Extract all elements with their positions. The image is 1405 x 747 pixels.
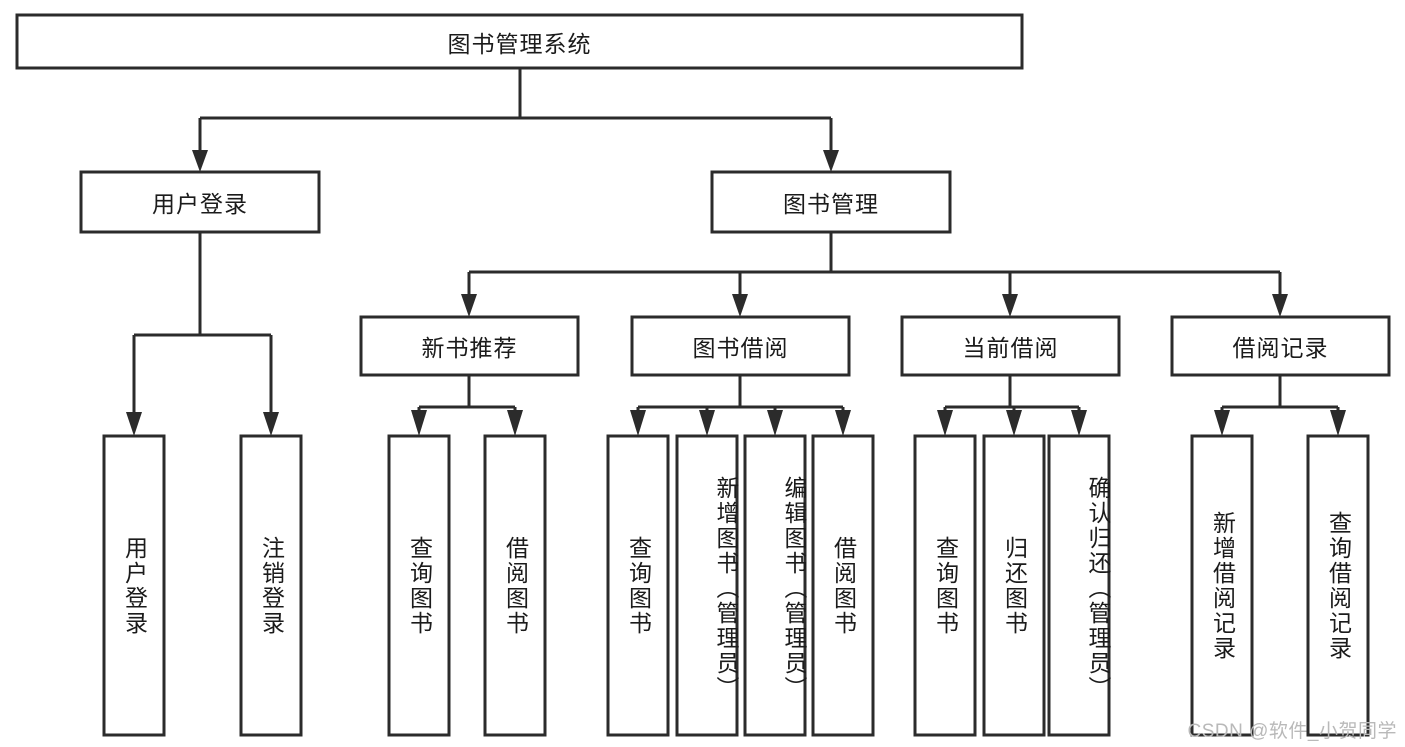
edge-current-borrow-bus <box>943 375 1081 414</box>
edge-new-book-recommend-bus <box>417 375 517 414</box>
arrowhead-leaf-user-login <box>126 412 142 436</box>
node-box-leaf-query-book-2[interactable] <box>606 434 670 737</box>
node-box-book-management[interactable] <box>710 170 952 234</box>
edge-borrow-record-bus <box>1220 375 1340 414</box>
arrowhead-book-borrow <box>732 294 748 317</box>
arrowhead-user-login <box>192 150 208 172</box>
node-box-leaf-user-login[interactable] <box>102 434 166 737</box>
arrowhead-leaf-add-book <box>699 410 715 436</box>
arrowhead-leaf-query-book-2 <box>630 410 646 436</box>
node-box-root[interactable] <box>15 13 1024 70</box>
arrowhead-current-borrow <box>1002 294 1018 317</box>
node-box-leaf-return-book[interactable] <box>982 434 1046 737</box>
arrowhead-new-book-recommend <box>461 294 477 317</box>
node-box-book-borrow[interactable] <box>630 315 851 377</box>
arrowhead-book-management <box>823 150 839 172</box>
node-box-leaf-edit-book[interactable] <box>743 434 807 737</box>
arrowhead-leaf-return-book <box>1006 410 1022 436</box>
node-box-leaf-query-record[interactable] <box>1306 434 1370 737</box>
node-box-leaf-borrow-book-1[interactable] <box>483 434 547 737</box>
arrowhead-leaf-add-record <box>1214 410 1230 436</box>
node-box-current-borrow[interactable] <box>900 315 1121 377</box>
node-box-leaf-borrow-book-2[interactable] <box>811 434 875 737</box>
edge-user-login-bus <box>132 232 273 414</box>
edge-root-bus <box>198 68 833 152</box>
arrowhead-leaf-query-record <box>1330 410 1346 436</box>
node-box-leaf-confirm-return[interactable] <box>1047 434 1111 737</box>
node-box-new-book-recommend[interactable] <box>359 315 580 377</box>
node-box-user-login[interactable] <box>79 170 321 234</box>
arrowhead-leaf-confirm-return <box>1071 410 1087 436</box>
arrowhead-leaf-query-book-1 <box>411 410 427 436</box>
node-box-leaf-logout[interactable] <box>239 434 303 737</box>
arrowhead-leaf-query-book-3 <box>937 410 953 436</box>
arrowhead-borrow-record <box>1272 294 1288 317</box>
edge-book-borrow-bus <box>636 375 845 414</box>
node-box-leaf-add-book[interactable] <box>675 434 739 737</box>
arrowhead-leaf-edit-book <box>767 410 783 436</box>
edge-book-management-bus <box>467 232 1282 296</box>
node-box-leaf-query-book-3[interactable] <box>913 434 977 737</box>
watermark-text: CSDN @软件_小贺同学 <box>1187 721 1397 742</box>
arrowhead-leaf-borrow-book-1 <box>507 410 523 436</box>
arrowhead-leaf-logout <box>263 412 279 436</box>
arrowhead-leaf-borrow-book-2 <box>835 410 851 436</box>
node-box-leaf-query-book-1[interactable] <box>387 434 451 737</box>
node-box-borrow-record[interactable] <box>1170 315 1391 377</box>
node-box-leaf-add-record[interactable] <box>1190 434 1254 737</box>
